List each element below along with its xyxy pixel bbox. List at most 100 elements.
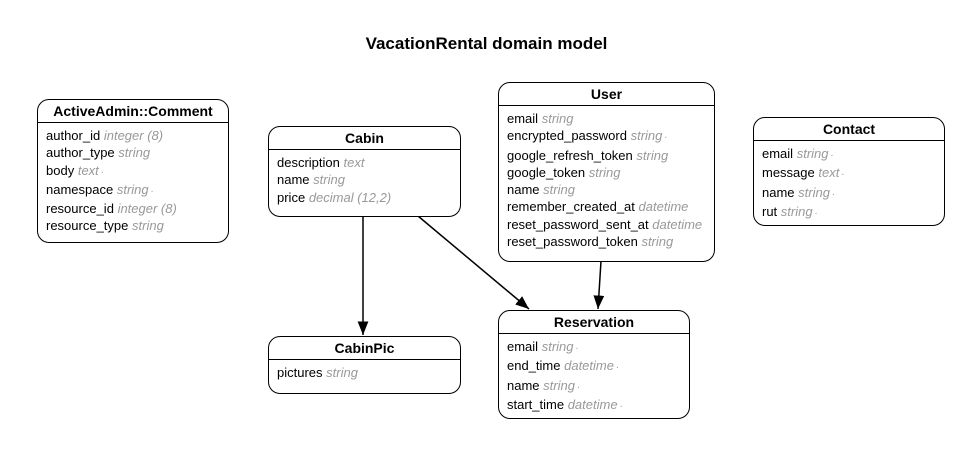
attribute-type: string: [132, 218, 164, 234]
edge-cabin-to-reservation: [417, 215, 530, 310]
attribute-type: string: [118, 145, 151, 161]
attribute-name: resource_id: [46, 201, 114, 217]
attribute-type: decimal (12,2): [308, 189, 392, 205]
required-dot-icon: ∙: [830, 150, 834, 161]
attribute-type: string: [543, 182, 575, 198]
attribute-type: string: [780, 203, 813, 219]
attribute-type: string: [543, 377, 575, 393]
required-dot-icon: ∙: [664, 132, 668, 144]
attribute-row: resource_type string: [46, 217, 220, 234]
edge-user-to-reservation: [593, 260, 605, 310]
entity-name: User: [499, 83, 714, 106]
required-dot-icon: ∙: [831, 188, 835, 200]
attribute-row: email string∙: [762, 145, 936, 164]
attribute-name: encrypted_password: [507, 128, 627, 144]
attribute-row: name string: [277, 171, 452, 188]
required-dot-icon: ∙: [619, 400, 623, 412]
attribute-row: email string: [507, 110, 706, 127]
attribute-name: author_type: [46, 145, 115, 161]
attribute-type: string: [588, 164, 621, 180]
attribute-type: string: [313, 172, 345, 188]
attribute-type: string: [641, 234, 674, 250]
attribute-row: author_type string: [46, 144, 220, 161]
attribute-list: email string∙message text∙name string∙ru…: [754, 141, 944, 222]
attribute-row: rut string∙: [762, 203, 936, 222]
attribute-row: name string∙: [507, 377, 681, 396]
required-dot-icon: ∙: [150, 185, 154, 197]
attribute-type: text: [77, 162, 99, 178]
entity-cabinpic[interactable]: CabinPic pictures string: [268, 336, 461, 394]
attribute-row: description text: [277, 154, 452, 171]
required-dot-icon: ∙: [615, 362, 619, 374]
attribute-row: name string∙: [762, 184, 936, 203]
entity-active-admin-comment[interactable]: ActiveAdmin::Comment author_id integer (…: [37, 99, 229, 243]
attribute-type: text: [818, 165, 840, 181]
attribute-row: body text∙: [46, 162, 220, 181]
attribute-row: reset_password_sent_at datetime: [507, 216, 706, 233]
attribute-row: author_id integer (8): [46, 127, 220, 144]
entity-name: Cabin: [269, 127, 460, 150]
attribute-type: string: [541, 111, 574, 126]
attribute-type: string: [630, 128, 663, 144]
attribute-type: datetime: [564, 358, 614, 374]
entity-reservation[interactable]: Reservation email string∙end_time dateti…: [498, 310, 690, 419]
attribute-name: rut: [762, 203, 778, 219]
attribute-name: google_token: [507, 164, 586, 180]
attribute-name: namespace: [46, 181, 114, 197]
attribute-type: datetime: [567, 396, 618, 412]
required-dot-icon: ∙: [575, 343, 579, 354]
attribute-row: end_time datetime∙: [507, 357, 681, 376]
attribute-row: namespace string∙: [46, 181, 220, 200]
attribute-type: string: [798, 184, 830, 200]
required-dot-icon: ∙: [841, 169, 845, 181]
attribute-name: price: [277, 189, 306, 205]
attribute-name: name: [507, 377, 540, 393]
attribute-type: string: [796, 146, 829, 161]
attribute-name: message: [762, 165, 815, 181]
attribute-name: remember_created_at: [507, 199, 635, 215]
attribute-type: string: [636, 147, 669, 163]
attribute-name: email: [762, 146, 794, 161]
entity-name: Reservation: [499, 311, 689, 334]
attribute-type: datetime: [638, 199, 689, 215]
attribute-row: message text∙: [762, 164, 936, 183]
attribute-row: google_refresh_token string: [507, 147, 706, 164]
attribute-row: email string∙: [507, 338, 681, 357]
attribute-type: string: [326, 365, 358, 380]
attribute-name: pictures: [277, 365, 323, 380]
attribute-row: name string: [507, 181, 706, 198]
attribute-type: integer (8): [117, 201, 177, 217]
attribute-name: end_time: [507, 358, 561, 374]
attribute-name: body: [46, 162, 75, 178]
attribute-name: reset_password_token: [507, 234, 638, 250]
attribute-name: resource_type: [46, 218, 129, 234]
entity-name: CabinPic: [269, 337, 460, 360]
diagram-title: VacationRental domain model: [365, 34, 608, 53]
entity-name: Contact: [754, 118, 944, 141]
attribute-row: resource_id integer (8): [46, 200, 220, 217]
required-dot-icon: ∙: [100, 166, 104, 178]
attribute-name: reset_password_sent_at: [507, 216, 649, 232]
entity-contact[interactable]: Contact email string∙message text∙name s…: [753, 117, 945, 226]
attribute-name: name: [507, 182, 540, 198]
attribute-list: email string∙end_time datetime∙name stri…: [499, 334, 689, 415]
attribute-name: author_id: [46, 128, 101, 143]
attribute-type: string: [116, 181, 149, 197]
attribute-row: reset_password_token string: [507, 233, 706, 250]
attribute-name: google_refresh_token: [507, 147, 633, 163]
attribute-type: string: [541, 339, 574, 354]
attribute-row: price decimal (12,2): [277, 189, 452, 206]
required-dot-icon: ∙: [814, 207, 818, 219]
attribute-name: description: [277, 155, 340, 170]
attribute-name: name: [762, 184, 795, 200]
attribute-name: email: [507, 111, 539, 126]
attribute-row: remember_created_at datetime: [507, 198, 706, 215]
attribute-row: google_token string: [507, 164, 706, 181]
attribute-name: name: [277, 172, 310, 188]
attribute-name: start_time: [507, 396, 565, 412]
